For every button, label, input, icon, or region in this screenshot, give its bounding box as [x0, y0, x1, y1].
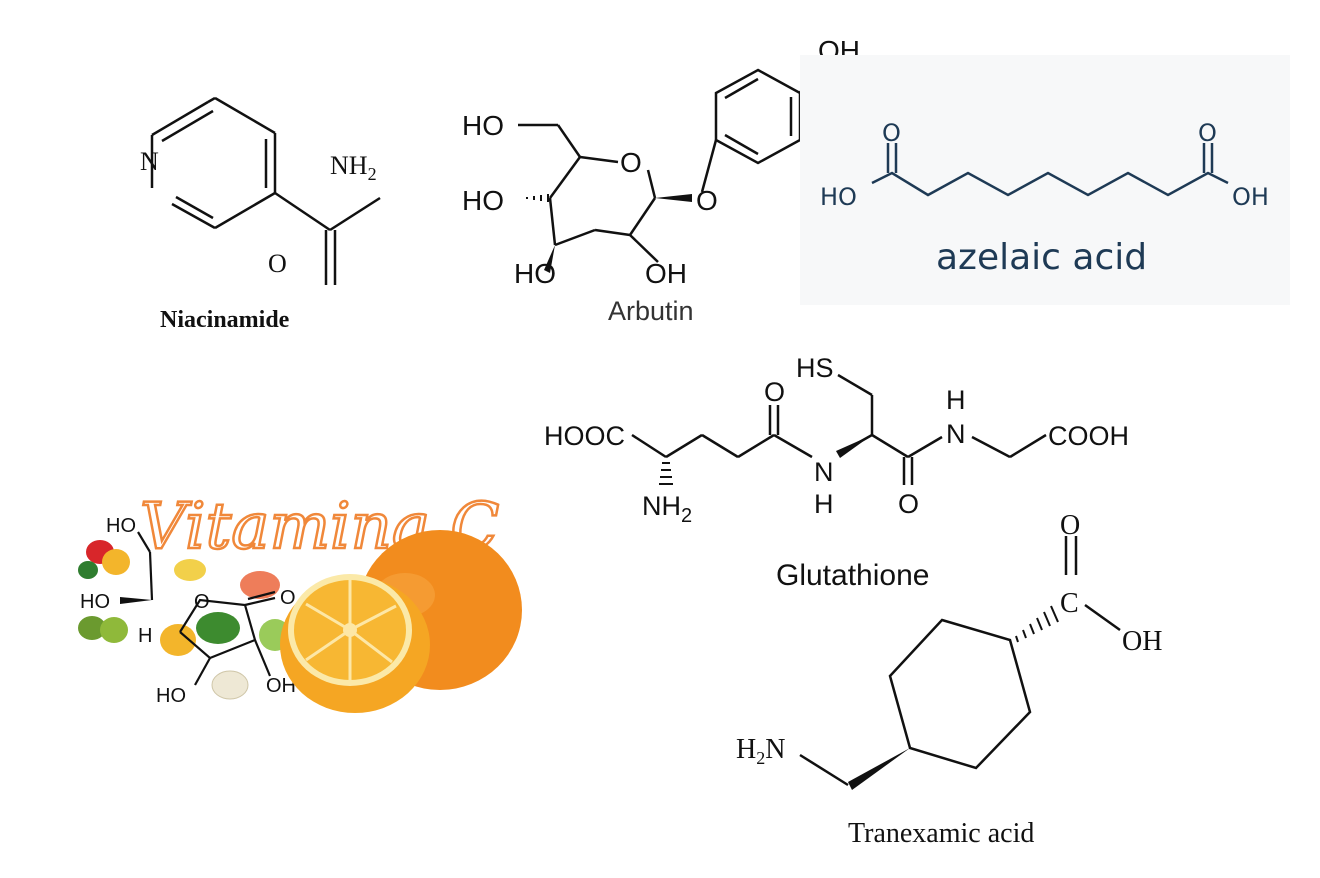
tranexamic-bonds: [799, 536, 1121, 787]
glutathione-wedge: [836, 435, 872, 458]
tranexamic-acid-structure: O C OH H2N Tranexamic acid: [736, 510, 1162, 849]
pineapple-icon: [174, 559, 206, 581]
vitamin-c-bonds: [137, 531, 276, 686]
niacinamide-structure: N NH2 O Niacinamide: [140, 96, 381, 333]
arbutin-name: Arbutin: [608, 296, 694, 326]
azelaic-o-left: O: [882, 119, 901, 147]
arbutin-figure: OH HO O O HO HO OH Arbutin: [440, 30, 860, 330]
vitamin-c-figure: Vitamina C HO HO H O O HO OH: [70, 480, 530, 720]
arbutin-bonds: [518, 59, 820, 263]
glutathione-cooh: COOH: [1048, 421, 1129, 451]
glutathione-hs: HS: [796, 353, 834, 383]
tranexamic-h2n: H2N: [736, 734, 785, 768]
vitamin-c-carbonyl-o: O: [280, 587, 296, 609]
azelaic-acid-bonds: [871, 143, 1229, 197]
tranexamic-acid-figure: O C OH H2N Tranexamic acid: [720, 500, 1200, 860]
glutathione-structure: HOOC NH2 O N H HS O N H COOH Glutathione: [544, 353, 1129, 592]
arbutin-ho-c3: HO: [514, 258, 556, 289]
cauliflower-icon: [211, 670, 249, 700]
azelaic-ho-left: HO: [820, 183, 857, 211]
tranexamic-oh: OH: [1122, 626, 1162, 657]
orange-core: [343, 623, 357, 637]
azelaic-acid-figure: O O HO OH azelaic acid: [800, 55, 1290, 305]
kiwi-icon: [100, 617, 128, 643]
glutathione-amide-n2: N: [946, 419, 966, 449]
glutathione-amide-h2: H: [946, 385, 966, 415]
orange-segments: [305, 580, 397, 680]
arbutin-ho-c4: HO: [462, 185, 504, 216]
azelaic-acid-structure: O O HO OH azelaic acid: [820, 119, 1269, 278]
broccoli-icon: [196, 612, 240, 644]
arbutin-wedge-glyco: [655, 194, 692, 202]
niacinamide-figure: N NH2 O Niacinamide: [60, 40, 420, 340]
glutathione-name: Glutathione: [776, 559, 929, 592]
arbutin-structure: OH HO O O HO HO OH Arbutin: [462, 35, 860, 326]
glutathione-hooc: HOOC: [544, 421, 625, 451]
azelaic-oh-right: OH: [1232, 183, 1269, 211]
vitamin-c-ho-top: HO: [106, 515, 136, 537]
niacinamide-ring-n: N: [140, 147, 159, 176]
glutathione-nh2: NH2: [642, 491, 692, 527]
niacinamide-bonds: [150, 96, 381, 285]
arbutin-ring-o: O: [620, 147, 642, 178]
arbutin-hash-c4: [526, 194, 549, 202]
tranexamic-carbonyl-o: O: [1060, 510, 1080, 541]
kiwi-icon: [78, 616, 106, 640]
niacinamide-oxygen: O: [268, 249, 287, 278]
arbutin-glyco-o: O: [696, 185, 718, 216]
glutathione-amide-h1: H: [814, 489, 834, 519]
green-pepper-icon: [78, 561, 98, 579]
glutathione-carbonyl-o1: O: [764, 377, 785, 407]
niacinamide-name: Niacinamide: [160, 307, 290, 333]
glutathione-amide-n1: N: [814, 457, 834, 487]
pepper-icon: [102, 549, 130, 575]
vitamin-c-ring-o: O: [194, 591, 210, 613]
lemon-icon: [160, 624, 196, 656]
grapefruit-icon: [240, 571, 280, 599]
glutathione-hash: [659, 462, 673, 485]
arbutin-wedge-c3: [544, 245, 555, 273]
vitamin-c-illustration: Vitamina C HO HO H O O HO OH: [78, 489, 522, 713]
tranexamic-carbon: C: [1060, 588, 1079, 619]
niacinamide-amide-label: NH2: [330, 151, 377, 184]
tranexamic-name: Tranexamic acid: [848, 818, 1034, 849]
glutathione-figure: HOOC NH2 O N H HS O N H COOH Glutathione: [540, 345, 1160, 595]
vitamin-c-ho-bottom: HO: [156, 685, 186, 707]
vitamin-c-oh-bottom: OH: [266, 675, 296, 697]
azelaic-o-right: O: [1198, 119, 1217, 147]
vitamin-c-h-left: H: [138, 625, 152, 647]
azelaic-name: azelaic acid: [936, 237, 1147, 278]
arbutin-oh-c2: OH: [645, 258, 687, 289]
tranexamic-wedge: [848, 748, 910, 790]
arbutin-ho-ch2: HO: [462, 110, 504, 141]
vitamin-c-ho-mid: HO: [80, 591, 110, 613]
glutathione-carbonyl-o2: O: [898, 489, 919, 519]
tranexamic-hash: [1015, 605, 1059, 643]
glutathione-bonds: [631, 373, 1047, 485]
vitamin-c-wedge: [120, 597, 152, 604]
